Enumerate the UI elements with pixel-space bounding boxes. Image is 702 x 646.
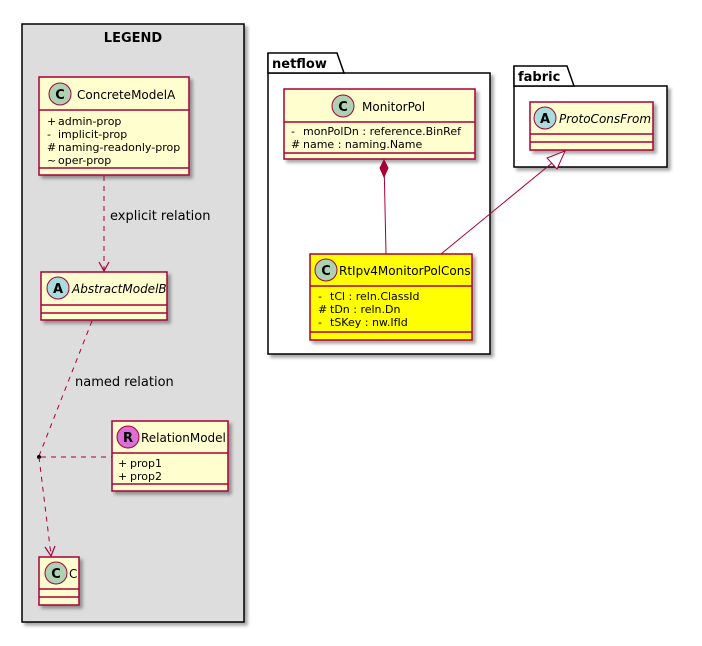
class-c-icon bbox=[331, 94, 355, 118]
class-a-icon bbox=[533, 106, 557, 130]
class-concrete-model-a[interactable]: C ConcreteModelA + admin-prop - implicit… bbox=[38, 76, 190, 176]
class-c-icon bbox=[48, 82, 72, 106]
class-rt-ipv4-monitor-pol-cons[interactable]: C RtIpv4MonitorPolCons - tCl : reln.Clas… bbox=[309, 253, 473, 341]
class-c[interactable]: C C bbox=[38, 556, 80, 606]
class-relation-model[interactable]: R RelationModel + prop1 + prop2 bbox=[111, 420, 229, 492]
edge-named-relation: named relation bbox=[37, 320, 174, 558]
class-name: ConcreteModelA bbox=[77, 88, 176, 102]
package-name: fabric bbox=[518, 70, 560, 85]
edge-label: explicit relation bbox=[110, 209, 210, 224]
prop-label: name : naming.Name bbox=[303, 138, 423, 151]
visibility-protected-icon: # bbox=[291, 138, 300, 151]
prop-label: oper-prop bbox=[58, 154, 111, 167]
class-name: C bbox=[69, 567, 77, 581]
visibility-public-icon: + bbox=[118, 457, 127, 470]
prop-label: tSKey : nw.IfId bbox=[330, 316, 408, 329]
edge-explicit-relation: explicit relation bbox=[98, 176, 210, 273]
stereo-letter: C bbox=[55, 88, 65, 103]
stereo-letter: C bbox=[51, 567, 61, 582]
stereo-letter: A bbox=[53, 282, 63, 297]
inheritance-triangle-icon bbox=[546, 150, 566, 170]
edge-inheritance bbox=[440, 150, 566, 255]
stereo-letter: A bbox=[540, 112, 550, 127]
prop-label: monPolDn : reference.BinRef bbox=[303, 125, 462, 138]
package-name: netflow bbox=[272, 57, 327, 72]
class-name: MonitorPol bbox=[362, 100, 425, 114]
class-name: RelationModel bbox=[141, 431, 226, 445]
class-abstract-model-b[interactable]: A AbstractModelB bbox=[40, 271, 168, 321]
prop-label: tDn : reln.Dn bbox=[330, 303, 400, 316]
visibility-private-icon: - bbox=[318, 290, 322, 303]
legend-title: LEGEND bbox=[104, 31, 163, 46]
class-r-icon bbox=[116, 425, 140, 449]
composition-diamond-icon bbox=[379, 158, 389, 179]
prop-label: naming-readonly-prop bbox=[58, 141, 180, 154]
prop-label: admin-prop bbox=[58, 115, 121, 128]
edge-label: named relation bbox=[75, 375, 174, 390]
class-c-icon bbox=[44, 561, 68, 585]
stereo-letter: C bbox=[321, 264, 331, 279]
class-a-icon bbox=[46, 276, 70, 300]
class-monitor-pol[interactable]: C MonitorPol - monPolDn : reference.BinR… bbox=[283, 88, 476, 160]
prop-label: implicit-prop bbox=[58, 128, 127, 141]
class-proto-cons-from[interactable]: A ProtoConsFrom bbox=[529, 101, 654, 151]
prop-label: prop1 bbox=[130, 457, 162, 470]
class-name: RtIpv4MonitorPolCons bbox=[339, 264, 471, 278]
visibility-package-icon: ~ bbox=[47, 154, 56, 167]
visibility-private-icon: - bbox=[318, 316, 322, 329]
visibility-public-icon: + bbox=[47, 115, 56, 128]
visibility-protected-icon: # bbox=[318, 303, 327, 316]
visibility-private-icon: - bbox=[47, 128, 51, 141]
class-name: AbstractModelB bbox=[71, 282, 167, 296]
prop-label: prop2 bbox=[130, 470, 162, 483]
visibility-private-icon: - bbox=[291, 125, 295, 138]
visibility-protected-icon: # bbox=[47, 141, 56, 154]
stereo-letter: R bbox=[123, 431, 133, 446]
edge-composition bbox=[379, 158, 389, 255]
visibility-public-icon: + bbox=[118, 470, 127, 483]
class-name: ProtoConsFrom bbox=[559, 112, 651, 126]
stereo-letter: C bbox=[338, 100, 348, 115]
prop-label: tCl : reln.ClassId bbox=[330, 290, 420, 303]
class-c-icon bbox=[314, 258, 338, 282]
